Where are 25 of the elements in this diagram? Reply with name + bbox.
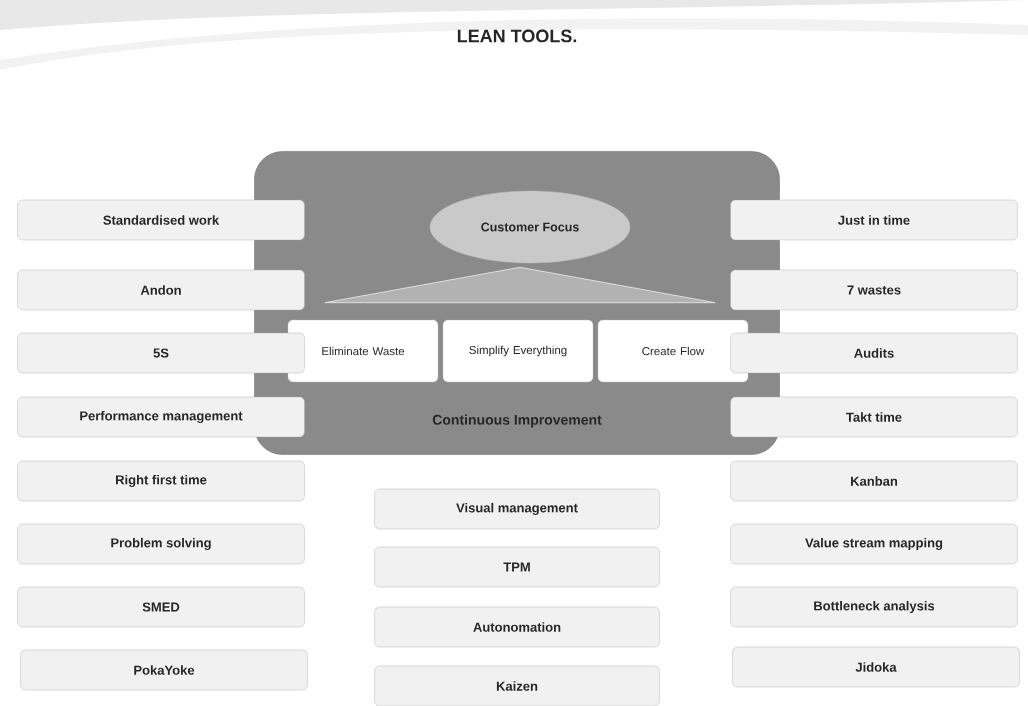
title: LEAN TOOLS.: [457, 29, 577, 43]
tool-box: Kanban: [730, 460, 1018, 502]
tool-box: 7 wastes: [730, 269, 1018, 311]
tool-box: PokaYoke: [20, 649, 308, 691]
tool-box: SMED: [17, 586, 305, 628]
tool-box: Value stream mapping: [730, 523, 1018, 565]
tool-box: Kaizen: [374, 665, 660, 706]
principle-box: Eliminate Waste: [287, 319, 439, 383]
roof-triangle: [324, 266, 716, 304]
tool-box: Just in time: [730, 199, 1018, 241]
tool-box: Standardised work: [17, 199, 305, 241]
tool-box: Bottleneck analysis: [730, 586, 1018, 628]
tool-box: Visual management: [374, 488, 660, 530]
tool-box: Problem solving: [17, 523, 305, 565]
tool-box: TPM: [374, 546, 660, 588]
tool-box: Right first time: [17, 460, 305, 502]
principle-box: Create Flow: [597, 319, 749, 383]
tool-box: 5S: [17, 332, 305, 374]
tool-box: Jidoka: [732, 646, 1020, 688]
tool-box: Andon: [17, 269, 305, 311]
tool-box: Autonomation: [374, 606, 660, 648]
tool-box: Performance management: [17, 396, 305, 438]
tool-box: Audits: [730, 332, 1018, 374]
principle-box: Simplify Everything: [442, 319, 594, 383]
tool-box: Takt time: [730, 396, 1018, 438]
